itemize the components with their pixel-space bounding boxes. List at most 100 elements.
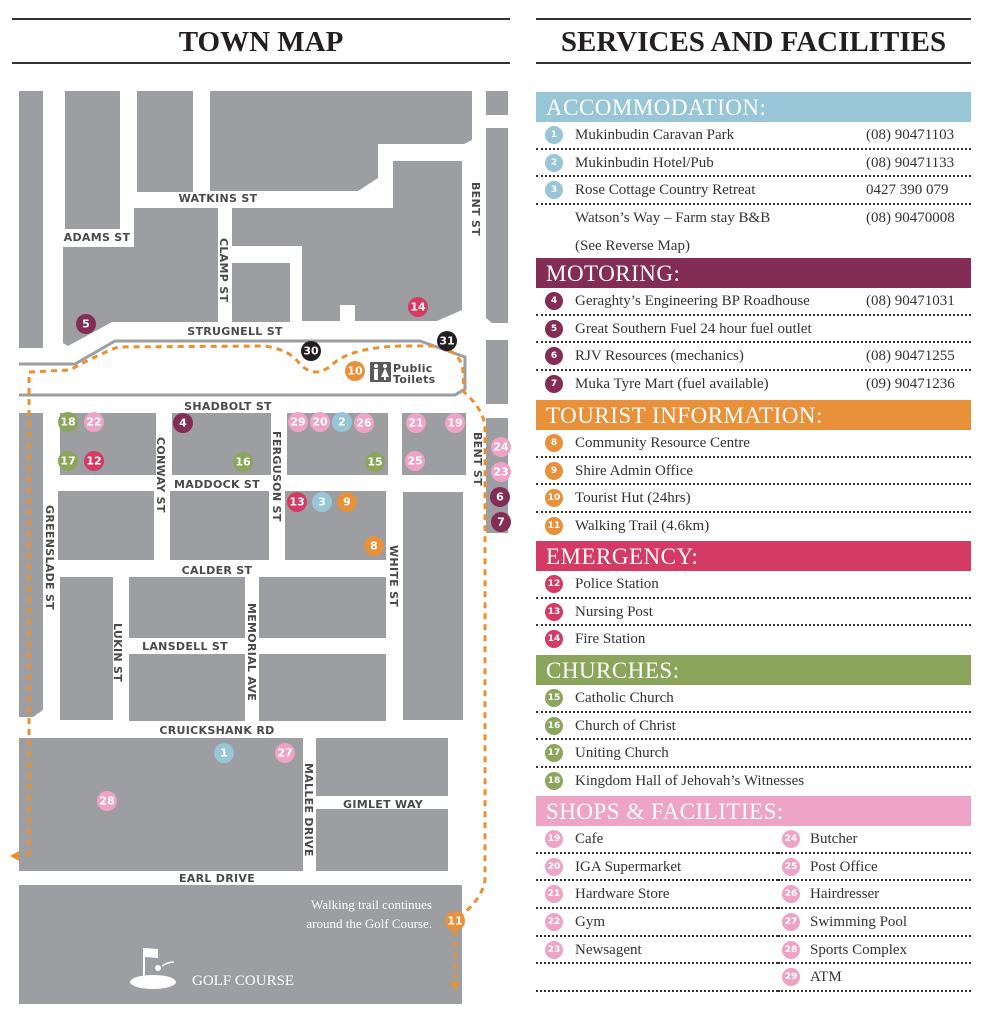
number-badge: 22	[545, 913, 563, 932]
svg-text:28: 28	[99, 795, 114, 808]
map-marker-22[interactable]: 22	[84, 412, 104, 432]
number-badge: 6	[545, 347, 563, 366]
item-note: (See Reverse Map)	[575, 237, 690, 254]
number-badge: 1	[545, 126, 563, 144]
svg-text:10: 10	[347, 365, 363, 378]
number-badge: 28	[782, 940, 800, 959]
map-marker-3[interactable]: 3	[312, 492, 332, 512]
map-marker-20[interactable]: 20	[310, 412, 330, 432]
item-name: Walking Trail (4.6km)	[575, 518, 710, 535]
street-white: WHITE ST	[387, 545, 400, 607]
svg-text:8: 8	[370, 540, 378, 553]
map-marker-21[interactable]: 21	[406, 413, 426, 433]
map-marker-8[interactable]: 8	[364, 536, 384, 556]
item-name: Cafe	[575, 831, 604, 847]
street-bent: BENT ST	[469, 182, 482, 236]
item-name: Police Station	[575, 576, 659, 592]
map-marker-28[interactable]: 28	[97, 791, 117, 811]
map-marker-6[interactable]: 6	[490, 487, 510, 507]
map-marker-29[interactable]: 29	[288, 412, 308, 432]
arrow-icon	[450, 982, 460, 990]
street-adams: ADAMS ST	[64, 231, 131, 244]
street-earl: EARL DRIVE	[179, 872, 255, 885]
map-marker-15[interactable]: 15	[365, 452, 385, 472]
trail-note-2: around the Golf Course.	[306, 916, 432, 931]
item-name: Gym	[575, 914, 605, 931]
item-name: Hardware Store	[575, 886, 670, 903]
map-marker-24[interactable]: 24	[491, 437, 511, 457]
map-marker-23[interactable]: 23	[491, 462, 511, 482]
section-header: TOURIST INFORMATION:	[536, 400, 971, 430]
map-marker-4[interactable]: 4	[173, 413, 193, 433]
item-name: Hairdresser	[810, 886, 880, 903]
map-marker-17[interactable]: 17	[58, 451, 78, 471]
town-map: WATKINS ST ADAMS ST CLAMP ST BENT ST STR…	[10, 91, 511, 1004]
map-marker-31[interactable]: 31	[437, 331, 457, 351]
map-marker-2[interactable]: 2	[332, 412, 352, 432]
street-lukin: LUKIN ST	[111, 623, 124, 682]
map-marker-25[interactable]: 25	[405, 451, 425, 471]
number-badge: 27	[782, 913, 800, 932]
street-maddock: MADDOCK ST	[174, 478, 260, 491]
map-marker-1[interactable]: 1	[214, 743, 234, 763]
map-marker-9[interactable]: 9	[337, 492, 357, 512]
map-marker-30[interactable]: 30	[301, 341, 321, 361]
svg-text:2: 2	[338, 416, 346, 429]
map-marker-18[interactable]: 18	[58, 412, 78, 432]
number-badge: 11	[545, 517, 563, 536]
map-marker-7[interactable]: 7	[491, 512, 511, 532]
number-badge: 13	[545, 602, 563, 621]
street-watkins: WATKINS ST	[179, 192, 258, 205]
svg-text:14: 14	[410, 301, 426, 314]
street-strugnell: STRUGNELL ST	[187, 325, 283, 338]
map-marker-14[interactable]: 14	[408, 297, 428, 317]
map-marker-26[interactable]: 26	[354, 413, 374, 433]
list-item: 5 Great Southern Fuel 24 hour fuel outlet	[536, 316, 971, 344]
street-mallee: MALLEE DRIVE	[302, 763, 315, 857]
street-clamp: CLAMP ST	[217, 238, 230, 302]
number-badge: 26	[782, 885, 800, 904]
number-badge: 10	[545, 489, 563, 508]
item-name: Watson’s Way – Farm stay B&B	[575, 210, 771, 227]
svg-text:3: 3	[318, 496, 326, 509]
trail-note-1: Walking trail continues	[311, 897, 432, 912]
map-marker-10[interactable]: 10	[345, 361, 365, 381]
map-marker-27[interactable]: 27	[275, 743, 295, 763]
street-lansdell: LANSDELL ST	[142, 640, 228, 653]
item-name: Great Southern Fuel 24 hour fuel outlet	[575, 320, 812, 337]
street-labels: WATKINS ST ADAMS ST CLAMP ST BENT ST STR…	[43, 182, 484, 885]
street-cruickshank: CRUICKSHANK RD	[159, 724, 274, 737]
number-badge: 5	[545, 319, 563, 338]
item-name: Post Office	[810, 858, 878, 875]
number-badge: 2	[545, 153, 563, 172]
svg-text:4: 4	[179, 417, 187, 430]
map-marker-16[interactable]: 16	[233, 452, 253, 472]
map-marker-11[interactable]: 11	[445, 911, 465, 931]
list-item: Watson’s Way – Farm stay B&B(08) 9047000…	[536, 205, 971, 233]
map-markers: 5 14 30 31 10 18 22 17 12 4 16 29 20 2 2…	[58, 297, 511, 931]
map-marker-5[interactable]: 5	[76, 314, 96, 334]
item-name: ATM	[810, 969, 842, 986]
toilets-label-1: Public	[393, 362, 433, 375]
number-badge: 15	[545, 689, 563, 707]
section-header: ACCOMMODATION:	[536, 92, 971, 122]
map-marker-19[interactable]: 19	[445, 413, 465, 433]
item-phone: (08) 90471133	[866, 154, 955, 171]
walking-trail	[27, 344, 487, 920]
map-marker-12[interactable]: 12	[84, 451, 104, 471]
svg-text:27: 27	[277, 747, 292, 760]
map-marker-13[interactable]: 13	[287, 492, 307, 512]
